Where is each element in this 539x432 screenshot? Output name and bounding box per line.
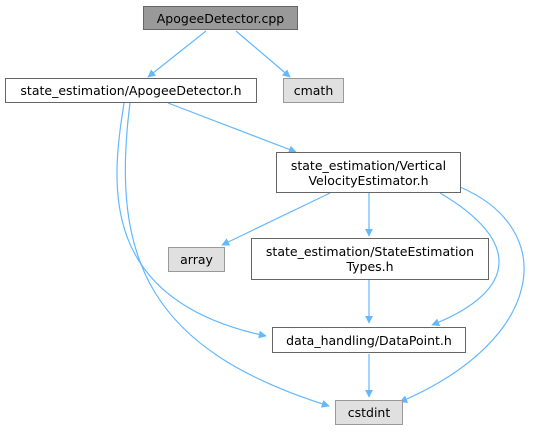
- node-label: data_handling/DataPoint.h: [286, 332, 452, 348]
- node-label-line-1: state_estimation/StateEstimation: [265, 244, 475, 259]
- node-array: array: [168, 247, 225, 272]
- node-label: cmath: [293, 83, 334, 98]
- node-vertical-velocity-estimator-h[interactable]: state_estimation/Vertical VelocityEstima…: [276, 152, 461, 193]
- node-cmath: cmath: [283, 78, 344, 103]
- node-label: state_estimation/ApogeeDetector.h: [20, 83, 242, 98]
- edge-vve-to-array: [221, 192, 331, 246]
- node-cstdint: cstdint: [335, 400, 403, 425]
- node-label-line-2: VelocityEstimator.h: [308, 172, 429, 188]
- edge-apogee-h-to-vve: [167, 102, 297, 154]
- node-state-estimation-types-h[interactable]: state_estimation/StateEstimation Types.h: [251, 238, 489, 280]
- edge-vve-to-cstdint: [399, 186, 525, 403]
- edge-apogee-h-to-datapoint: [116, 102, 267, 339]
- node-label: ApogeeDetector.cpp: [156, 10, 285, 26]
- edge-vve-to-datapoint: [431, 192, 500, 327]
- node-label: array: [180, 252, 213, 267]
- node-datapoint-h[interactable]: data_handling/DataPoint.h: [272, 327, 466, 353]
- edge-apogee-h-to-cstdint: [124, 102, 330, 408]
- node-apogee-detector-cpp: ApogeeDetector.cpp: [143, 6, 298, 30]
- edge-root-to-cmath: [235, 30, 291, 78]
- node-label-line-1: state_estimation/Vertical: [290, 157, 447, 173]
- edge-root-to-apogee-h: [147, 30, 207, 78]
- node-label: cstdint: [347, 405, 391, 420]
- node-apogee-detector-h[interactable]: state_estimation/ApogeeDetector.h: [5, 78, 257, 103]
- node-label-line-2: Types.h: [346, 259, 394, 274]
